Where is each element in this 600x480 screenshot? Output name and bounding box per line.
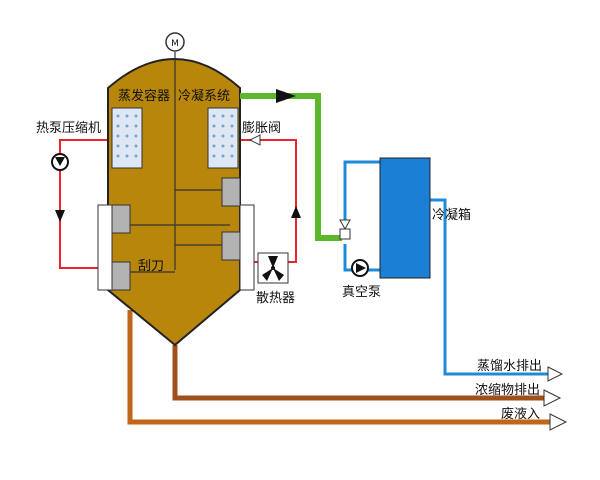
scraper-blade (111, 261, 131, 291)
motor-label: M (171, 39, 179, 49)
condensing-tank-label: 冷凝箱 (432, 207, 471, 223)
evaporator-label: 蒸发容器 (118, 88, 170, 104)
evaporator-coil (111, 107, 143, 169)
distilled-water-out-label: 蒸馏水排出 (477, 359, 542, 374)
concentrate-out-label: 浓缩物排出 (475, 382, 540, 398)
waste-liquid-arrow (549, 413, 568, 431)
scraper-blade (111, 204, 131, 234)
vapor-line (240, 93, 342, 241)
distilled-water-arrow (547, 366, 564, 382)
vacuum-pump-label: 真空泵 (342, 285, 381, 300)
compressor-arrow-icon (55, 157, 65, 166)
concentrate-arrow (543, 389, 562, 407)
agitator-shaft (120, 52, 230, 273)
vacuum-pump-arrow-icon (356, 263, 366, 273)
distilled-water-line (430, 198, 550, 376)
concentrate-line (172, 345, 546, 401)
motor-icon (165, 32, 185, 52)
scraper-blade (221, 177, 241, 207)
jacket-right (239, 204, 255, 291)
flow-left-arrow-icon (248, 134, 261, 146)
condensing-tank (379, 157, 431, 279)
heat-pump-compressor-label: 热泵压缩机 (36, 120, 101, 136)
water-loop-line (343, 160, 380, 272)
scraper-blade (221, 231, 241, 261)
condenser-coil-dots (212, 114, 234, 158)
expansion-valve-label: 膨胀阀 (242, 121, 281, 136)
flow-up-arrow-icon (291, 206, 301, 218)
condenser-coil (207, 107, 239, 169)
waste-liquid-line (127, 310, 552, 425)
radiator-fan-icon (262, 256, 284, 281)
scraper-label: 刮刀 (138, 259, 164, 274)
radiator-label: 散热器 (256, 291, 295, 306)
valve-body (339, 228, 351, 240)
check-valve-icon (339, 219, 351, 231)
evaporator-coil-dots (116, 114, 138, 158)
jacket-left (97, 204, 113, 291)
condenser-system-label: 冷凝系统 (178, 88, 230, 104)
vapor-arrow-icon (276, 89, 296, 103)
flow-down-arrow-icon (55, 210, 65, 222)
refrigerant-line-left (59, 139, 112, 269)
waste-liquid-in-label: 废液入 (501, 406, 540, 422)
